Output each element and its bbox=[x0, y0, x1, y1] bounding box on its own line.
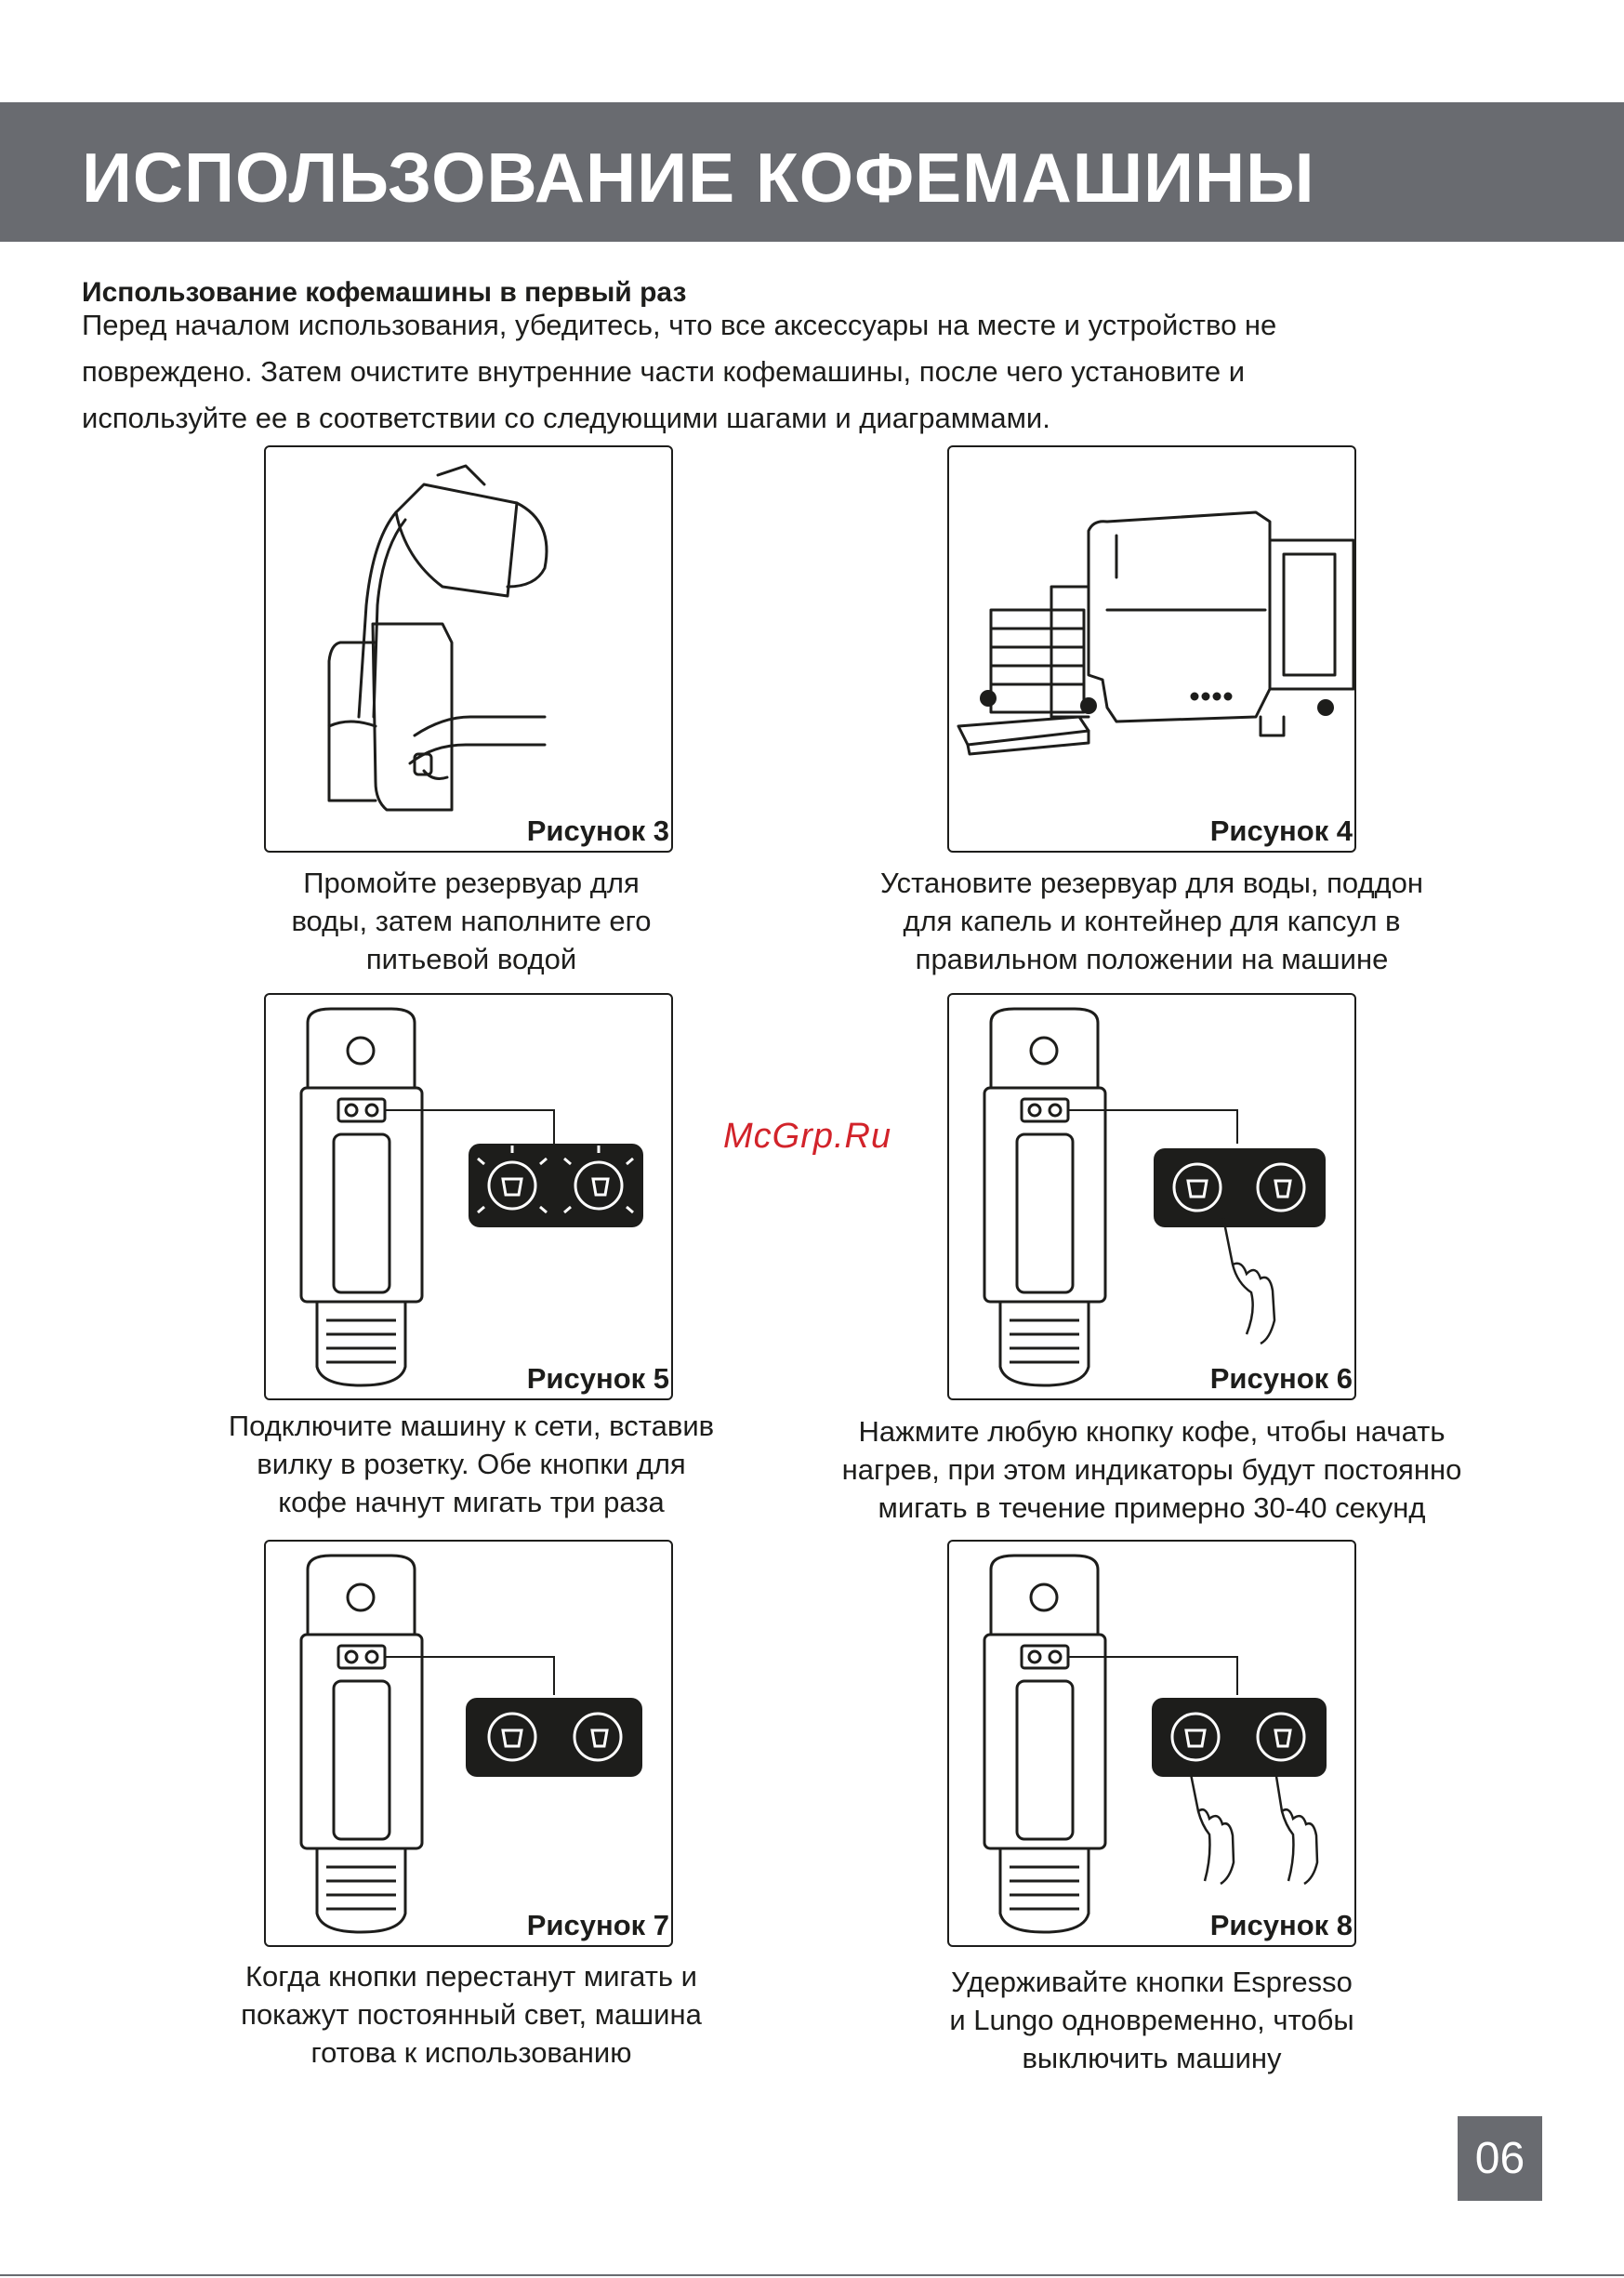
figure-3: Рисунок 3 bbox=[264, 445, 673, 853]
figure-label: Рисунок 8 bbox=[1209, 1909, 1353, 1941]
header-band bbox=[0, 102, 1624, 242]
machine-front-blinking-buttons-illustration bbox=[299, 1007, 643, 1387]
intro-line-2: повреждено. Затем очистите внутренние ча… bbox=[82, 355, 1246, 388]
figure-label: Рисунок 7 bbox=[526, 1909, 669, 1941]
intro-line-3: используйте ее в соответствии со следующ… bbox=[82, 402, 1050, 434]
figure-8-caption: Удерживайте кнопки Espresso и Lungo одно… bbox=[949, 1966, 1354, 2074]
figure-8: Рисунок 8 bbox=[947, 1540, 1356, 1947]
bottom-rule bbox=[0, 2274, 1624, 2276]
watermark: McGrp.Ru bbox=[723, 1117, 892, 1156]
page-title: ИСПОЛЬЗОВАНИЕ КОФЕМАШИНЫ bbox=[82, 139, 1315, 217]
figure-6: Рисунок 6 bbox=[947, 993, 1356, 1400]
water-tank-fill-illustration bbox=[327, 464, 548, 812]
figure-label: Рисунок 6 bbox=[1209, 1362, 1353, 1395]
section-heading: Использование кофемашины в первый раз bbox=[82, 277, 687, 308]
figure-4-caption: Установите резервуар для воды, поддон дл… bbox=[880, 867, 1423, 975]
figure-6-caption: Нажмите любую кнопку кофе, чтобы начать … bbox=[841, 1415, 1462, 1524]
page-number: 06 bbox=[1458, 2116, 1542, 2201]
figure-5-caption: Подключите машину к сети, вставив вилку … bbox=[228, 1410, 715, 1518]
figure-5: Рисунок 5 bbox=[264, 993, 673, 1400]
figure-4: Рисунок 4 bbox=[947, 445, 1356, 853]
machine-front-press-button-illustration bbox=[983, 1007, 1326, 1387]
figure-label: Рисунок 3 bbox=[526, 815, 669, 847]
figure-7: Рисунок 7 bbox=[264, 1540, 673, 1947]
figure-label: Рисунок 5 bbox=[526, 1362, 669, 1395]
machine-assembly-illustration bbox=[957, 510, 1354, 756]
figure-7-caption: Когда кнопки перестанут мигать и покажут… bbox=[241, 1960, 702, 2069]
intro-line-1: Перед началом использования, убедитесь, … bbox=[82, 309, 1277, 341]
figure-3-caption: Промойте резервуар для воды, затем напол… bbox=[291, 867, 652, 975]
figure-label: Рисунок 4 bbox=[1209, 815, 1353, 847]
machine-front-steady-buttons-illustration bbox=[299, 1554, 642, 1934]
machine-front-hold-both-buttons-illustration bbox=[983, 1554, 1327, 1934]
